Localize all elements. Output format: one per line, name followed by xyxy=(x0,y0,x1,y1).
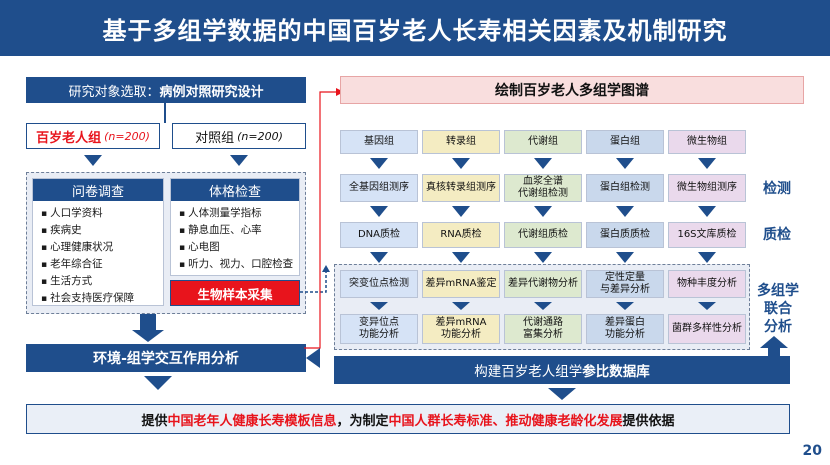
qc-genome: DNA质检 xyxy=(340,222,418,248)
joint-analysis-label: 多组学 联合 分析 xyxy=(757,283,799,335)
detection-genome: 全基因组测序 xyxy=(340,174,418,202)
questionnaire-item: 疾病史 xyxy=(41,222,163,239)
case-group-box: 百岁老人组 (n=200) xyxy=(26,123,160,149)
conclusion-part2: ，为制定 xyxy=(336,413,389,429)
arrow-analysis-5 xyxy=(698,302,716,310)
arrow-sample-to-omics xyxy=(300,265,330,293)
arrow-omics-3 xyxy=(534,158,552,169)
arrow-qc-4 xyxy=(616,252,634,263)
questionnaire-item: 人口学资料 xyxy=(41,205,163,222)
questionnaire-item: 心理健康状况 xyxy=(41,239,163,256)
omics-metabolome: 代谢组 xyxy=(504,130,582,154)
physical-exam-panel: 体格检查 人体测量学指标 静息血压、心率 心电图 听力、视力、口腔检查 xyxy=(170,178,300,276)
omics-microbiome: 微生物组 xyxy=(668,130,746,154)
questionnaire-header: 问卷调查 xyxy=(33,179,163,201)
conclusion-highlight2: 中国人群长寿标准、推动健康老龄化发展 xyxy=(388,413,623,429)
physical-exam-item: 心电图 xyxy=(179,239,299,256)
physical-exam-item: 静息血压、心率 xyxy=(179,222,299,239)
analysis1-microbiome: 物种丰度分析 xyxy=(668,270,746,298)
study-design-prefix: 研究对象选取： xyxy=(68,84,160,100)
analysis2-genome: 变异位点 功能分析 xyxy=(340,314,418,344)
arrow-omics-1 xyxy=(370,158,388,169)
page-number: 20 xyxy=(802,443,822,459)
physical-exam-list: 人体测量学指标 静息血压、心率 心电图 听力、视力、口腔检查 xyxy=(179,205,299,273)
qc-proteome: 蛋白质质检 xyxy=(586,222,664,248)
analysis1-proteome: 定性定量 与差异分析 xyxy=(586,270,664,298)
database-prefix: 构建百岁老人组学 xyxy=(474,364,583,380)
analysis2-metabolome: 代谢通路 富集分析 xyxy=(504,314,582,344)
arrow-detect-4 xyxy=(616,206,634,217)
conclusion-highlight1: 中国老年人健康长寿模板信息 xyxy=(167,413,337,429)
arrow-omics-4 xyxy=(616,158,634,169)
analysis2-transcriptome: 差异mRNA 功能分析 xyxy=(422,314,500,344)
arrow-omics-5 xyxy=(698,158,716,169)
omics-proteome: 蛋白组 xyxy=(586,130,664,154)
qc-label: 质检 xyxy=(763,227,791,243)
qc-transcriptome: RNA质检 xyxy=(422,222,500,248)
arrow-qc-2 xyxy=(452,252,470,263)
arrow-qc-3 xyxy=(534,252,552,263)
detection-transcriptome: 真核转录组测序 xyxy=(422,174,500,202)
arrow-qc-1 xyxy=(370,252,388,263)
arrow-omics-2 xyxy=(452,158,470,169)
arrow-analysis-2 xyxy=(452,302,470,310)
arrow-qc-5 xyxy=(698,252,716,263)
arrow-case-down xyxy=(84,155,102,166)
case-group-n: (n=200) xyxy=(104,129,150,143)
arrow-up-right xyxy=(760,336,788,348)
detection-microbiome: 微生物组测序 xyxy=(668,174,746,202)
atlas-box: 绘制百岁老人多组学图谱 xyxy=(340,76,804,104)
arrow-detect-3 xyxy=(534,206,552,217)
analysis1-genome: 突变位点检测 xyxy=(340,270,418,298)
arrow-left-to-conclusion xyxy=(144,376,172,390)
detection-proteome: 蛋白组检测 xyxy=(586,174,664,202)
analysis1-transcriptome: 差异mRNA鉴定 xyxy=(422,270,500,298)
sample-collection-box: 生物样本采集 xyxy=(170,280,300,306)
questionnaire-item: 社会支持医疗保障 xyxy=(41,290,163,307)
control-group-n: (n=200) xyxy=(237,129,283,143)
analysis2-microbiome: 菌群多样性分析 xyxy=(668,314,746,344)
analysis1-metabolome: 差异代谢物分析 xyxy=(504,270,582,298)
detection-label: 检测 xyxy=(763,181,791,197)
omics-genome: 基因组 xyxy=(340,130,418,154)
connector-design-groups xyxy=(164,103,166,123)
arrow-database-to-interaction xyxy=(306,348,320,368)
study-design-box: 研究对象选取： 病例对照研究设计 xyxy=(26,77,306,103)
omics-transcriptome: 转录组 xyxy=(422,130,500,154)
questionnaire-item: 生活方式 xyxy=(41,273,163,290)
physical-exam-item: 听力、视力、口腔检查 xyxy=(179,256,299,273)
qc-metabolome: 代谢组质检 xyxy=(504,222,582,248)
connector-left-down xyxy=(140,314,156,332)
control-group-box: 对照组 (n=200) xyxy=(172,123,306,149)
database-bold: 参比数据库 xyxy=(582,364,650,380)
conclusion-part1: 提供 xyxy=(141,413,168,429)
arrow-detect-1 xyxy=(370,206,388,217)
arrow-right-to-conclusion xyxy=(548,388,576,400)
arrow-analysis-4 xyxy=(616,302,634,310)
detection-metabolome: 血浆全谱 代谢组检测 xyxy=(504,174,582,202)
study-design-text: 病例对照研究设计 xyxy=(159,84,264,100)
questionnaire-panel: 问卷调查 人口学资料 疾病史 心理健康状况 老年综合征 生活方式 社会支持医疗保… xyxy=(32,178,164,306)
arrow-analysis-1 xyxy=(370,302,388,310)
conclusion-box: 提供 中国老年人健康长寿模板信息 ，为制定 中国人群长寿标准、推动健康老龄化发展… xyxy=(26,404,790,434)
arrow-control-down xyxy=(230,155,248,166)
arrow-detect-5 xyxy=(698,206,716,217)
physical-exam-item: 人体测量学指标 xyxy=(179,205,299,222)
questionnaire-item: 老年综合征 xyxy=(41,256,163,273)
questionnaire-list: 人口学资料 疾病史 心理健康状况 老年综合征 生活方式 社会支持医疗保障 xyxy=(41,205,163,307)
control-group-label: 对照组 xyxy=(195,130,235,146)
conclusion-part3: 提供依据 xyxy=(622,413,675,429)
arrow-detect-2 xyxy=(452,206,470,217)
page-title: 基于多组学数据的中国百岁老人长寿相关因素及机制研究 xyxy=(0,0,830,56)
connector-right-up xyxy=(768,348,780,358)
interaction-analysis-box: 环境-组学交互作用分析 xyxy=(26,344,306,372)
arrow-analysis-3 xyxy=(534,302,552,310)
arrow-left-down-head xyxy=(132,330,164,342)
qc-microbiome: 16S文库质检 xyxy=(668,222,746,248)
case-group-label: 百岁老人组 xyxy=(36,130,102,146)
physical-exam-header: 体格检查 xyxy=(171,179,299,201)
analysis2-proteome: 差异蛋白 功能分析 xyxy=(586,314,664,344)
database-box: 构建百岁老人组学 参比数据库 xyxy=(334,356,790,384)
